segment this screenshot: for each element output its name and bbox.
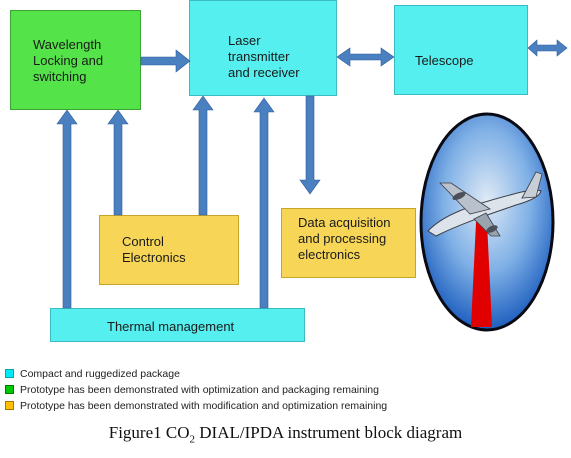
caption-suffix: DIAL/IPDA instrument block diagram <box>195 423 463 442</box>
airplane-with-laser-beam-icon <box>419 112 555 332</box>
legend-swatch-green <box>5 385 14 394</box>
arrow-thermal-to-wavelength <box>56 109 78 309</box>
legend-swatch-yellow <box>5 401 14 410</box>
airplane-tail <box>521 171 543 199</box>
legend-text: Prototype has been demonstrated with mod… <box>20 399 388 412</box>
figure-caption: Figure1 CO2 DIAL/IPDA instrument block d… <box>0 423 571 445</box>
airplane-engine <box>452 191 466 201</box>
laser-beam <box>471 222 492 327</box>
legend-item: Compact and ruggedized package <box>5 367 180 380</box>
arrow-control-to-laser <box>192 95 214 216</box>
telescope-label: Telescope <box>415 53 474 68</box>
airplane-wing <box>439 182 491 215</box>
data-acquisition-block: Data acquisition and processing electron… <box>281 208 416 278</box>
arrow-wavelength-to-laser <box>140 49 191 73</box>
data-acquisition-label: Data acquisition and processing electron… <box>298 215 391 262</box>
thermal-management-block: Thermal management <box>50 308 305 342</box>
arrow-thermal-to-laser <box>253 97 275 309</box>
arrow-control-to-wavelength <box>107 109 129 216</box>
telescope-block: Telescope <box>394 5 528 95</box>
control-electronics-label: Control Electronics <box>122 234 186 265</box>
laser-transmitter-block: Laser transmitter and receiver <box>189 0 337 96</box>
airplane-engine <box>486 225 498 233</box>
arrow-telescope-exterior <box>527 39 568 57</box>
caption-subscript: 2 <box>189 433 196 446</box>
legend-item: Prototype has been demonstrated with opt… <box>5 383 379 396</box>
arrow-laser-telescope <box>336 47 395 67</box>
arrow-laser-to-data <box>299 95 321 195</box>
legend-text: Compact and ruggedized package <box>20 367 180 380</box>
wavelength-locking-label: Wavelength Locking and switching <box>33 37 104 84</box>
legend-swatch-cyan <box>5 369 14 378</box>
caption-prefix: Figure1 CO <box>108 423 190 442</box>
laser-transmitter-label: Laser transmitter and receiver <box>228 33 300 80</box>
wavelength-locking-block: Wavelength Locking and switching <box>10 10 141 110</box>
control-electronics-block: Control Electronics <box>99 215 239 285</box>
legend-item: Prototype has been demonstrated with mod… <box>5 399 387 412</box>
thermal-management-label: Thermal management <box>107 319 235 334</box>
legend-text: Prototype has been demonstrated with opt… <box>20 383 379 396</box>
